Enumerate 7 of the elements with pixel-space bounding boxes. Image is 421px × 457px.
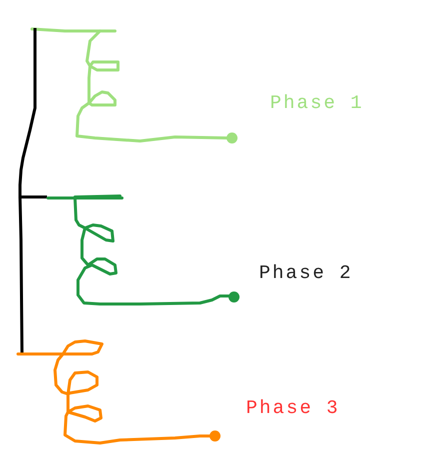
coil-winding [16, 340, 220, 444]
wire [18, 28, 47, 198]
phase-label: Phase 2 [259, 264, 353, 283]
coil-winding [46, 194, 240, 306]
phase-label: Phase 1 [270, 94, 364, 113]
phase-label: Phase 3 [246, 399, 340, 418]
coil-winding [30, 28, 238, 144]
